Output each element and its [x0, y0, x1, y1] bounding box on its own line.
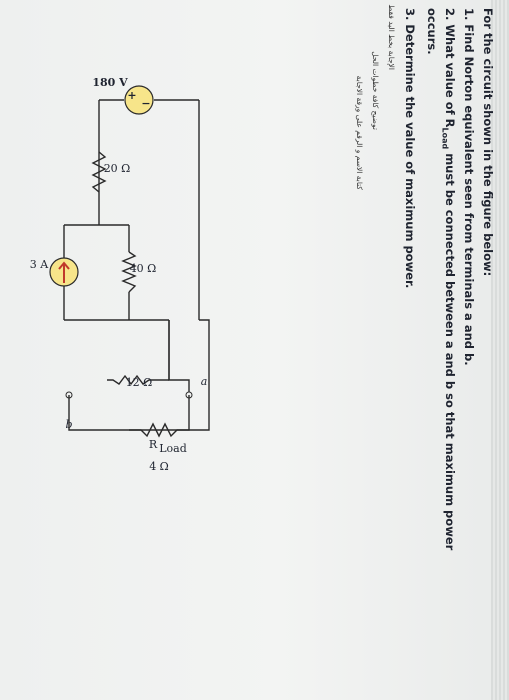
voltage-label: 180 V — [92, 76, 128, 89]
current-arrow-icon — [58, 261, 70, 283]
resistor-12 — [107, 320, 170, 386]
terminal-a-label: a — [201, 375, 208, 388]
resistor-20-label: 20 Ω — [104, 162, 131, 175]
resistor-40 — [121, 251, 137, 293]
wire-to-a — [168, 320, 190, 395]
return-wire — [68, 319, 210, 431]
resistor-40-label: 40 Ω — [130, 262, 157, 275]
resistor-12-label: 12 Ω — [126, 376, 153, 389]
resistor-20 — [91, 151, 107, 193]
load-resistor — [129, 395, 190, 438]
load-label-main: R — [149, 438, 158, 451]
current-source — [49, 257, 79, 287]
current-source-label: 3 A — [30, 258, 49, 271]
voltage-source-minus: − — [141, 97, 150, 110]
load-label-sub: Load — [159, 442, 187, 455]
page-edge — [491, 0, 509, 700]
voltage-source: + − — [124, 85, 154, 115]
load-value-label: 4 Ω — [149, 460, 169, 473]
voltage-source-plus: + — [127, 89, 136, 102]
